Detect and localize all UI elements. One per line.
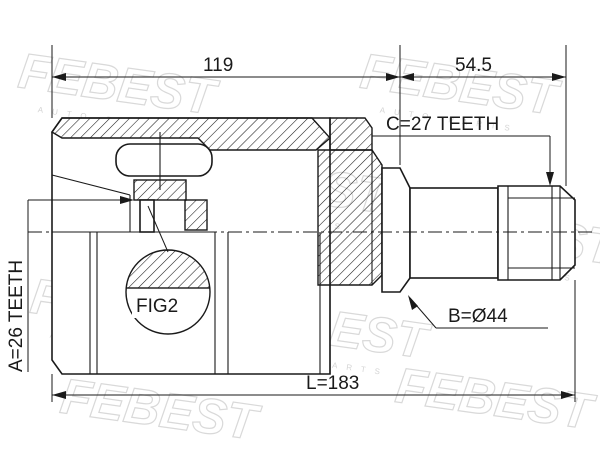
housing bbox=[50, 117, 373, 375]
detail-label-bg bbox=[132, 290, 196, 318]
tripod-assembly bbox=[115, 132, 213, 233]
shaft-body bbox=[409, 187, 499, 279]
detail-leader bbox=[147, 205, 169, 253]
shaft-core bbox=[317, 149, 383, 286]
dim-54-text: 54.5 bbox=[455, 55, 492, 76]
callout-c-arrow bbox=[546, 172, 554, 186]
dim-l-arrow-right bbox=[561, 391, 575, 399]
dim-l-text: L=183 bbox=[306, 373, 359, 394]
roller bbox=[115, 143, 213, 177]
callout-a: A=26 TEETH bbox=[6, 196, 134, 372]
detail-label: FIG2 bbox=[136, 296, 178, 317]
shaft-collar bbox=[381, 167, 411, 293]
callout-b-arrow bbox=[408, 295, 418, 310]
dim-119-text: 119 bbox=[203, 55, 233, 76]
callout-b: B=Ø44 bbox=[408, 295, 548, 329]
dim-54-arrow-right bbox=[552, 73, 566, 81]
dim-119-arrow-right bbox=[386, 73, 400, 81]
watermark-brand-7: FEBEST bbox=[57, 368, 265, 450]
dim-54-arrow-left bbox=[400, 73, 414, 81]
callout-b-leader bbox=[409, 297, 437, 329]
dim-119: 119 bbox=[51, 45, 401, 165]
neck-upper-section bbox=[329, 117, 373, 151]
spider-section bbox=[133, 179, 187, 201]
watermark-brand-8: FEBEST bbox=[392, 357, 600, 441]
dim-119-arrow-left bbox=[52, 73, 66, 81]
shaft-spline-end bbox=[497, 185, 576, 281]
spider-side-section bbox=[184, 199, 208, 231]
dim-54-5: 54.5 bbox=[400, 45, 567, 186]
callout-c-text: C=27 TEETH bbox=[386, 114, 499, 135]
callout-c: C=27 TEETH bbox=[372, 114, 554, 186]
cavity-line-top bbox=[51, 174, 131, 196]
callout-b-text: B=Ø44 bbox=[448, 306, 508, 327]
stub-shaft bbox=[381, 167, 576, 293]
dim-l-183: L=183 bbox=[51, 280, 576, 402]
dim-l-arrow-left bbox=[52, 391, 66, 399]
callout-a-arrow bbox=[120, 196, 134, 204]
callout-a-text: A=26 TEETH bbox=[6, 260, 27, 372]
